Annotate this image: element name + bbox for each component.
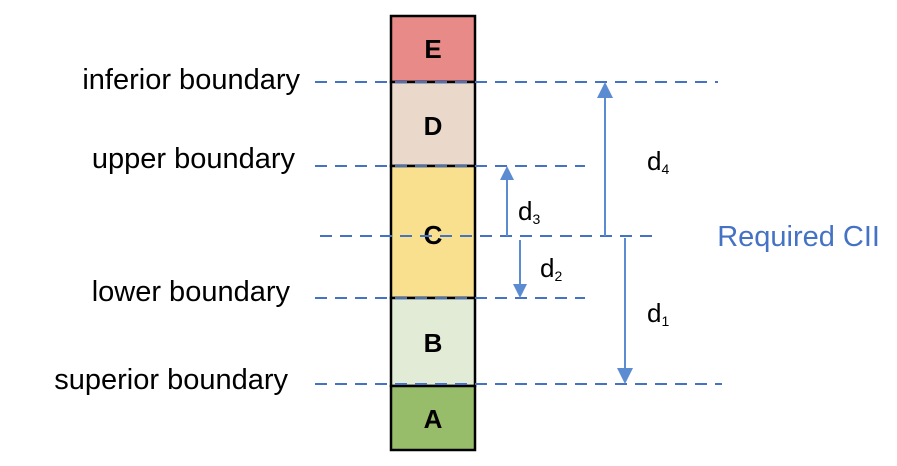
d4-arrow-head [597, 82, 613, 98]
rating-segment-e [389, 14, 477, 84]
d2-arrow-head [513, 284, 527, 298]
required-cii-label: Required CII [717, 221, 880, 253]
d1-label: d1 [647, 298, 669, 329]
superior-boundary-label: superior boundary [54, 364, 288, 396]
d4-main: d [647, 146, 661, 176]
rating-label-c: C [424, 220, 443, 250]
rating-label-e: E [424, 34, 441, 64]
d3-main: d [518, 196, 532, 226]
d4-label: d4 [647, 146, 669, 177]
d3-label: d3 [518, 196, 540, 227]
d2-label: d2 [540, 253, 562, 284]
rating-label-b: B [424, 328, 443, 358]
d2-sub: 2 [554, 268, 562, 284]
inferior-boundary-label: inferior boundary [82, 64, 300, 96]
d2-main: d [540, 253, 554, 283]
d1-arrow-head [617, 368, 633, 384]
d3-arrow-head [500, 166, 514, 180]
d3-sub: 3 [532, 211, 540, 227]
upper-boundary-label: upper boundary [92, 143, 296, 175]
d4-sub: 4 [661, 161, 669, 177]
d1-sub: 1 [661, 313, 669, 329]
rating-segment-b [389, 296, 477, 388]
rating-label-a: A [424, 404, 443, 434]
rating-segment-d [389, 80, 477, 168]
rating-segment-a [389, 384, 477, 452]
lower-boundary-label: lower boundary [92, 276, 291, 308]
rating-label-d: D [424, 111, 443, 141]
d1-main: d [647, 298, 661, 328]
